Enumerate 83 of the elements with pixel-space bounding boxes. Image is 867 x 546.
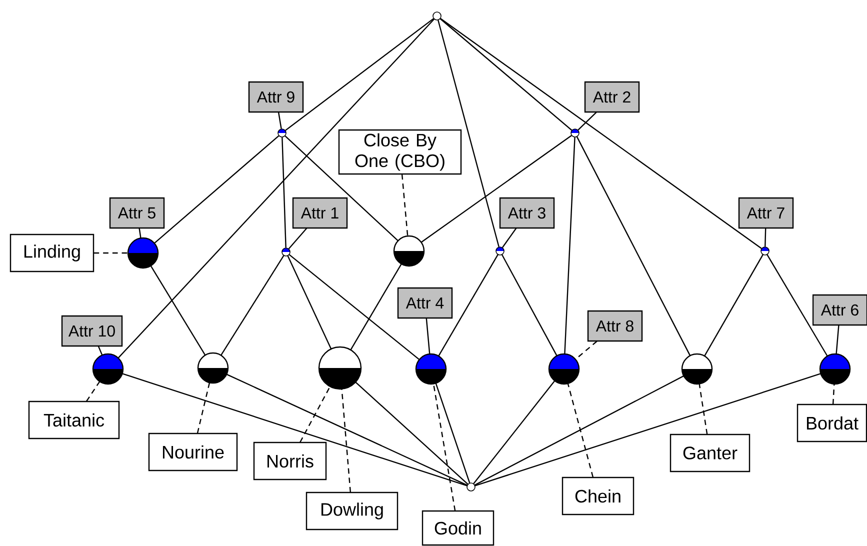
leader-line xyxy=(94,252,128,254)
leader-line xyxy=(502,228,517,248)
leader-line xyxy=(196,382,210,434)
lattice-line xyxy=(473,380,556,484)
leader-line xyxy=(138,228,142,238)
concept-circle xyxy=(760,246,770,256)
lattice-line xyxy=(122,373,468,486)
attribute-box: Attr 2 xyxy=(584,81,640,113)
lattice-line xyxy=(438,20,500,248)
leader-line xyxy=(764,228,766,247)
lattice-line xyxy=(118,18,435,358)
lattice-line xyxy=(154,135,280,244)
leader-line xyxy=(578,112,597,130)
lattice-line xyxy=(288,254,420,360)
attribute-box: Attr 7 xyxy=(738,197,794,229)
leader-line xyxy=(832,384,835,404)
lattice-line xyxy=(502,254,558,356)
concept-circle xyxy=(393,235,425,267)
concept-circle xyxy=(548,353,580,385)
object-box: Dowling xyxy=(306,492,398,530)
object-box: Ganter xyxy=(670,434,750,472)
lattice-line xyxy=(576,136,691,356)
concept-circle xyxy=(681,353,713,385)
leader-line xyxy=(341,389,352,492)
leader-line xyxy=(567,384,594,478)
leader-line xyxy=(432,384,456,511)
concept-circle xyxy=(127,237,159,269)
object-box: Close By One (CBO) xyxy=(338,129,462,175)
lattice-line xyxy=(435,383,470,484)
leader-line xyxy=(401,174,408,236)
attribute-box: Attr 3 xyxy=(499,197,555,229)
lattice-line xyxy=(766,254,828,356)
attribute-box: Attr 6 xyxy=(812,294,867,326)
lattice-line xyxy=(220,255,284,356)
object-box: Linding xyxy=(10,234,94,272)
attribute-box: Attr 9 xyxy=(248,81,304,113)
lattice-line xyxy=(226,374,468,486)
attribute-box: Attr 8 xyxy=(587,310,643,342)
object-box: Chein xyxy=(562,476,634,516)
concept-circle xyxy=(819,353,851,385)
lattice-line xyxy=(474,373,821,486)
lattice-line xyxy=(440,18,572,131)
leader-line xyxy=(98,346,103,356)
concept-circle xyxy=(92,353,124,385)
concept-circle xyxy=(466,482,476,492)
object-box: Godin xyxy=(422,510,494,546)
lattice-line xyxy=(287,256,332,349)
concept-circle xyxy=(496,246,504,256)
attribute-box: Attr 1 xyxy=(292,197,348,229)
concept-circle xyxy=(278,128,286,138)
attribute-box: Attr 4 xyxy=(397,287,453,319)
lattice-line xyxy=(284,135,398,242)
lattice-line xyxy=(704,254,764,356)
concept-circle xyxy=(415,353,447,385)
lattice-line xyxy=(150,266,206,356)
leader-line xyxy=(836,325,840,354)
lattice-line xyxy=(438,254,498,356)
object-box: Taitanic xyxy=(28,400,120,440)
lattice-line xyxy=(421,134,572,243)
object-box: Nourine xyxy=(148,432,238,472)
leader-line xyxy=(86,381,100,402)
concept-circle xyxy=(570,128,580,138)
leader-line xyxy=(575,340,598,360)
leader-line xyxy=(698,384,708,434)
lattice-line xyxy=(282,137,286,248)
concept-circle xyxy=(318,346,362,390)
concept-circle xyxy=(432,12,442,20)
leader-line xyxy=(426,318,430,354)
object-box: Norris xyxy=(253,442,327,480)
lattice-line xyxy=(350,264,402,350)
lattice-line xyxy=(474,376,684,486)
attribute-box: Attr 5 xyxy=(109,197,165,229)
lattice-line xyxy=(285,18,434,131)
leader-line xyxy=(278,112,282,129)
concept-circle xyxy=(282,248,290,256)
concept-circle xyxy=(197,352,229,384)
leader-line xyxy=(300,386,330,443)
attribute-box: Attr 10 xyxy=(61,315,123,347)
leader-line xyxy=(288,228,308,250)
lattice-line xyxy=(440,18,762,249)
lattice-line xyxy=(355,382,468,485)
lattice-line xyxy=(564,137,576,354)
object-box: Bordat xyxy=(796,404,867,442)
